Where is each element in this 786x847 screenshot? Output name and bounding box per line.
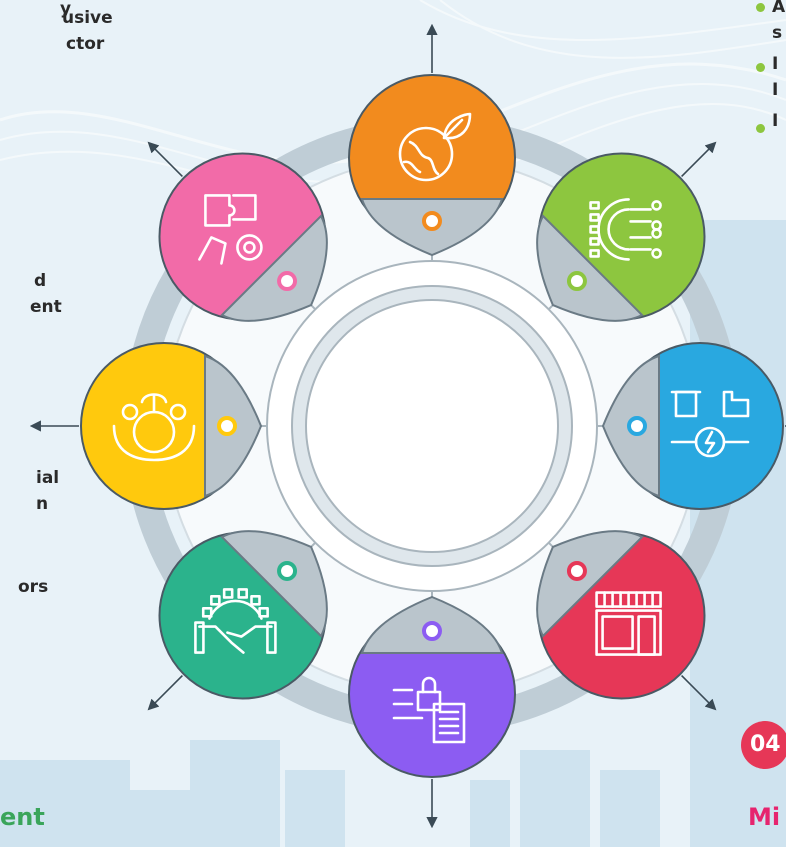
data-security-petal [348,595,516,778]
waste-to-energy-icon [670,390,750,458]
left-text-top-line3: ctor [66,34,105,54]
outward-arrow [681,141,717,177]
right-step-badge: 04 [741,721,786,769]
connector-dot [566,560,587,581]
connector-tab [220,530,328,638]
puzzle-gear-icon [198,194,263,265]
connector-tab [536,530,644,638]
right-text-line4: I [772,80,779,100]
left-text-mid-line1: d [34,271,47,291]
right-text-line5: I [772,111,779,131]
hub-center [305,299,559,553]
right-section-title: Mi [748,803,781,831]
right-text-line2: s [772,23,783,43]
outward-arrow [147,675,183,711]
right-bullet-1 [756,3,765,12]
left-text-bottom-line1: ors [18,577,49,597]
digital-gear-icon [589,198,662,261]
left-text-lower-line1: ial [36,468,60,488]
left-text-top-line1: y [60,0,72,19]
left-text-top-line2: usive [62,8,113,28]
left-text-top: y [60,0,76,22]
connector-dot [566,271,587,292]
connector-dot [422,211,442,231]
connector-dot [422,621,442,641]
waste-to-energy-petal [601,342,784,510]
connector-dot [277,560,298,581]
arrows-layer [29,23,786,829]
right-text-line3: I [772,54,779,74]
connector-dot [627,416,647,436]
connector-dot [217,416,237,436]
left-section-title: ent [0,803,45,831]
eco-globe-icon [398,112,472,182]
left-text-lower: ial n [36,465,59,517]
outward-arrow [681,675,717,711]
partnership-petal [158,530,328,700]
left-text-lower-line2: n [36,494,49,514]
left-text-bottom: ors [18,574,48,600]
left-text-mid-line2: ent [30,297,62,317]
right-text-line1: A [772,0,786,17]
left-text-mid: d ent [30,268,62,320]
outward-arrow [147,141,183,177]
storefront-icon [595,591,662,656]
connector-tab [220,214,328,322]
environment-petal [348,74,516,257]
left-text-top-2: usive ctor [62,5,113,57]
digital-gear-petal [536,152,706,322]
right-bullet-2 [756,63,765,72]
connector-tab [536,214,644,322]
data-security-icon [392,676,466,744]
connector-dot [277,271,298,292]
right-text-top: A s I I I [772,0,785,134]
right-step-number: 04 [750,732,781,757]
puzzle-strategy-petal [158,152,328,322]
storefront-petal [536,530,706,700]
community-hands-icon [112,393,196,462]
community-petal [80,342,263,510]
petals-layer [80,74,784,778]
handshake-gear-icon [194,588,277,654]
right-bullet-3 [756,124,765,133]
